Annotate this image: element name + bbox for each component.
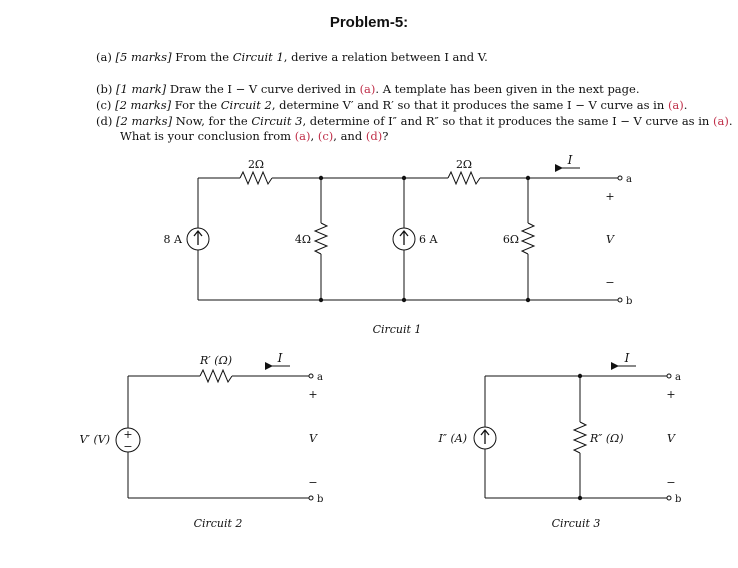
question-text: What is your conclusion from [120,129,295,143]
question-text: , derive a relation between I and V. [283,50,488,64]
label-current: I [567,153,573,167]
label-minus: − [605,276,614,289]
question-tag: (b) [96,82,113,96]
junction-dot [401,297,407,303]
label-v: V [667,432,676,445]
label-v-prime: V′ (V) [80,433,110,446]
part-ref: (c) [317,129,334,143]
marks-label: [5 marks] [115,50,172,64]
label-8a: 8 A [164,233,183,246]
label-r-left: 2Ω [248,158,264,171]
question-text: , determine V′ and R′ so that it produce… [271,98,668,112]
marks-label: [1 mark] [116,82,167,96]
terminal-a [308,373,314,379]
arrowhead-icon [193,229,203,237]
junction-dot [577,373,583,379]
resistor-r-double-prime [572,421,588,454]
caption-circuit-3: Circuit 3 [552,517,601,530]
junction-dot [401,175,407,181]
source-minus: − [123,440,132,453]
junction-dot [318,297,324,303]
question-text: , and [333,129,366,143]
question-text: For the [171,98,221,112]
terminal-b [308,495,314,501]
circuit-ref: Circuit 3 [251,114,303,128]
terminal-a [617,175,623,181]
label-node-a: a [626,174,632,185]
question-c: (c) [2 marks] For the Circuit 2, determi… [96,98,687,112]
question-text: . [683,98,688,112]
resistor-2ohm-right [447,170,481,186]
resistor-r-prime [199,368,233,384]
label-node-a: a [675,372,681,383]
arrowhead-icon [399,229,409,237]
question-d-line2: What is your conclusion from (a), (c), a… [120,129,388,143]
label-plus: + [666,388,675,401]
label-r-double-prime: R″ (Ω) [589,432,624,445]
circuit-1 [186,164,623,303]
junction-dot [525,175,531,181]
terminal-b [666,495,672,501]
marks-label: [2 marks] [116,114,173,128]
label-6ohm: 6Ω [503,233,519,246]
question-text: . [728,114,733,128]
question-text: , determine of I″ and R″ so that it prod… [302,114,713,128]
circuit-ref: Circuit 2 [220,98,272,112]
label-node-b: b [626,296,632,307]
question-tag: (d) [96,114,113,128]
question-a: (a) [5 marks] From the Circuit 1, derive… [96,50,488,64]
resistor-2ohm-left [239,170,273,186]
label-r-prime: R′ (Ω) [199,354,232,367]
caption-circuit-2: Circuit 2 [194,517,243,530]
label-plus: + [308,388,317,401]
junction-dot [318,175,324,181]
question-text: Draw the I − V curve derived in [166,82,360,96]
part-ref: (d) [365,129,383,143]
label-6a: 6 A [419,233,438,246]
label-node-b: b [317,494,323,505]
question-tag: (c) [96,98,112,112]
label-minus: − [308,476,317,489]
label-minus: − [666,476,675,489]
label-v: V [309,432,318,445]
part-ref: (a) [712,114,729,128]
junction-dot [577,495,583,501]
arrowhead-icon [480,428,490,436]
question-text: From the [171,50,233,64]
junction-dot [525,297,531,303]
question-text: . A template has been given in the next … [375,82,640,96]
resistor-6ohm [520,222,536,255]
question-text: Now, for the [172,114,252,128]
circuit-3 [473,362,672,501]
caption-circuit-1: Circuit 1 [373,323,422,336]
question-text: ? [382,129,389,143]
terminal-a [666,373,672,379]
part-ref: (a) [359,82,376,96]
terminal-b [617,297,623,303]
label-node-a: a [317,372,323,383]
page-title: Problem-5: [329,14,409,31]
question-d: (d) [2 marks] Now, for the Circuit 3, de… [96,114,732,128]
part-ref: (a) [667,98,684,112]
label-plus: + [605,190,614,203]
question-tag: (a) [96,50,112,64]
resistor-4ohm [313,222,329,255]
part-ref: (a) [294,129,311,143]
question-b: (b) [1 mark] Draw the I − V curve derive… [96,82,640,96]
question-text: , [310,129,318,143]
source-plus: + [123,428,132,441]
label-v: V [606,233,615,246]
label-current: I [624,351,630,365]
circuit-2 [115,362,314,501]
marks-label: [2 marks] [115,98,172,112]
label-4ohm: 4Ω [295,233,311,246]
label-node-b: b [675,494,681,505]
label-i-double-prime: I″ (A) [438,432,467,445]
circuit-ref: Circuit 1 [232,50,284,64]
label-current: I [277,351,283,365]
label-r-right: 2Ω [456,158,472,171]
